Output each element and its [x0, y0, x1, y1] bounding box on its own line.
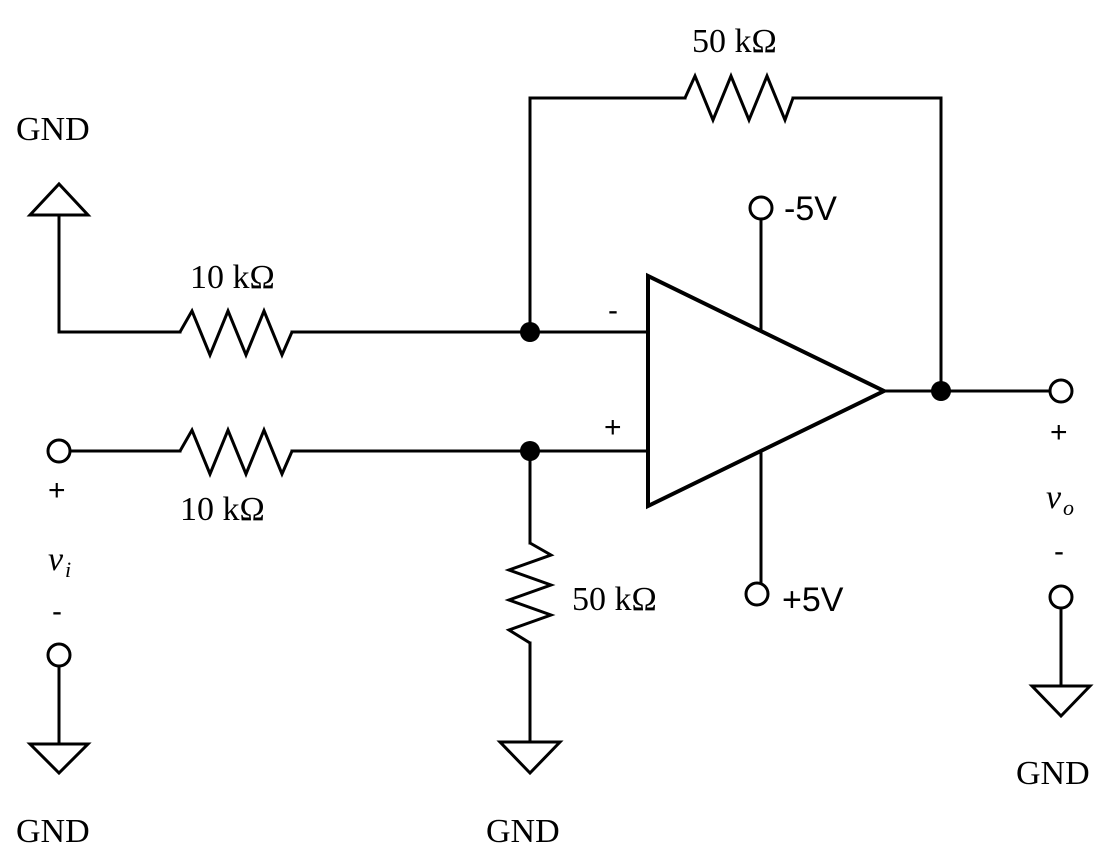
label-vo-plus: + [1050, 416, 1068, 449]
terminal-supply-pos [744, 581, 770, 607]
label-r-in-top: 10 kΩ [190, 259, 275, 296]
terminal-vo-plus [1048, 378, 1074, 404]
resistor-50k-feedback [683, 72, 795, 125]
label-gnd-bottom-right: GND [1016, 755, 1090, 792]
label-supply-pos: +5V [782, 581, 844, 619]
label-vo-subscript: o [1063, 495, 1074, 520]
label-gnd-bottom-mid: GND [486, 813, 560, 850]
label-vo-symbol: v [1046, 479, 1062, 516]
label-gnd-bottom-left: GND [16, 813, 90, 850]
label-supply-neg: -5V [784, 190, 837, 228]
wire-feedback-right [791, 96, 943, 392]
terminal-vi-plus [46, 438, 72, 464]
terminal-supply-neg [748, 195, 774, 221]
label-input-plus: + [604, 411, 622, 444]
junction-inverting [520, 322, 540, 342]
terminal-vo-minus [1048, 584, 1074, 610]
label-gnd-top-left: GND [16, 111, 90, 148]
ground-symbol-top-left [26, 181, 92, 217]
wire-gnd-to-r-top [57, 213, 182, 334]
ground-symbol-mid [496, 740, 564, 776]
junction-noninverting [520, 441, 540, 461]
label-input-minus: - [608, 294, 618, 327]
resistor-50k-ground [504, 541, 556, 645]
ground-symbol-bottom-right [1028, 684, 1094, 719]
wire-feedback-left [528, 96, 687, 334]
terminal-vi-minus [46, 642, 72, 668]
resistor-10k-bottom [178, 426, 294, 478]
junction-output [931, 381, 951, 401]
label-vi-plus: + [48, 474, 66, 507]
label-r-ground: 50 kΩ [572, 581, 657, 618]
label-vi-minus: - [52, 595, 62, 628]
opamp-symbol [646, 272, 889, 510]
resistor-10k-top [178, 307, 294, 359]
label-vo-minus: - [1054, 535, 1064, 568]
label-r-in-bottom: 10 kΩ [180, 491, 265, 528]
ground-symbol-bottom-left [26, 742, 92, 776]
label-vi-symbol: v [48, 541, 64, 578]
label-vi-subscript: i [65, 557, 71, 582]
label-r-feedback: 50 kΩ [692, 23, 777, 60]
